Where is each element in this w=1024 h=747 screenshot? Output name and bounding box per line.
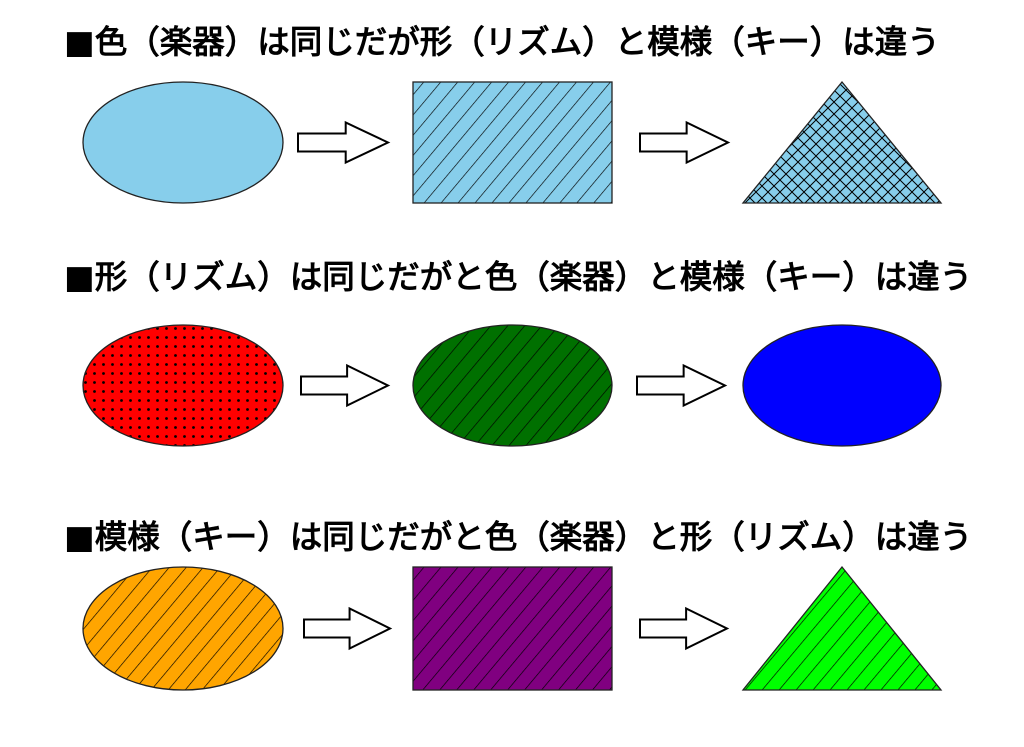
row-2-ellipse-2-pattern xyxy=(413,325,612,446)
row-1-rectangle-2-pattern xyxy=(413,82,612,203)
row-1-triangle-3-pattern xyxy=(743,82,941,203)
row-3-triangle-3-outline xyxy=(741,565,943,691)
row-1-ellipse-1 xyxy=(83,82,283,203)
row-2-ellipse-3 xyxy=(743,325,941,446)
row-3-rectangle-2-outline xyxy=(412,566,613,691)
row-1-title: ■色（楽器）は同じだが形（リズム）と模様（キー）は違う xyxy=(64,23,940,61)
row-3-ellipse-1-outline xyxy=(82,566,284,691)
row-1-ellipse-1-outline xyxy=(82,81,284,204)
row-2-title: ■形（リズム）は同じだがと色（楽器）と模様（キー）は違う xyxy=(64,258,973,296)
row-2-ellipse-3-outline xyxy=(742,324,942,447)
row-1-arrow-right-icon-1 xyxy=(297,120,391,165)
row-3-ellipse-1-pattern xyxy=(83,567,283,690)
row-3-triangle-3-pattern xyxy=(743,567,941,690)
row-1-arrow-right-icon-2 xyxy=(639,120,731,165)
row-3-arrow-right-icon-1 xyxy=(303,606,393,651)
row-2-arrow-right-icon-1 xyxy=(300,363,391,408)
row-3-title: ■模様（キー）は同じだがと色（楽器）と形（リズム）は違う xyxy=(64,518,973,556)
row-1-triangle-3-outline xyxy=(741,80,943,204)
row-3-rectangle-2-pattern xyxy=(413,567,612,690)
row-2-arrow-right-icon-2 xyxy=(636,363,728,408)
row-2-ellipse-1-pattern xyxy=(83,325,283,446)
row-3-arrow-right-icon-2 xyxy=(639,606,730,651)
row-2-ellipse-1-outline xyxy=(82,324,284,447)
row-2-ellipse-2-outline xyxy=(412,324,613,447)
row-1-rectangle-2-outline xyxy=(412,81,613,204)
